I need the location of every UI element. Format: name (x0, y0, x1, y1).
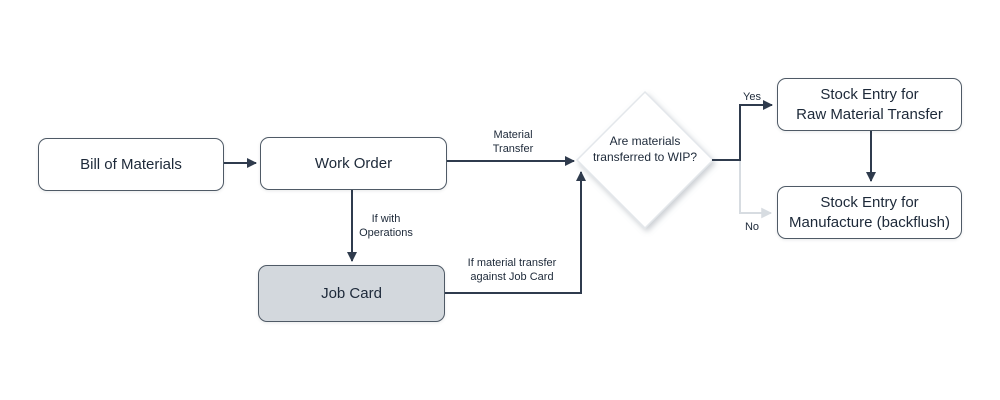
bill-of-materials-label: Bill of Materials (80, 155, 182, 173)
edge-label-if-material-transfer-job-card: If material transfer against Job Card (467, 257, 557, 284)
job-card-node: Job Card (258, 265, 445, 322)
job-card-label: Job Card (321, 284, 382, 302)
edge-label-no: No (744, 221, 760, 233)
stock-entry-raw-material-label: Stock Entry for Raw Material Transfer (796, 86, 943, 123)
edge-job-card-to-decision (445, 171, 586, 294)
work-order-node: Work Order (260, 137, 447, 190)
edge-label-yes: Yes (743, 91, 761, 103)
stock-entry-manufacture-node: Stock Entry for Manufacture (backflush) (777, 186, 962, 239)
edge-label-material-transfer: Material Transfer (492, 129, 534, 156)
decision-diamond-label: Are materials transferred to WIP? (592, 134, 698, 165)
stock-entry-raw-material-node: Stock Entry for Raw Material Transfer (777, 78, 962, 131)
edge-decision-no-to-stock-manufacture (739, 161, 773, 219)
decision-diamond-shape (575, 90, 715, 230)
stock-entry-manufacture-label: Stock Entry for Manufacture (backflush) (789, 194, 950, 231)
work-order-label: Work Order (314, 154, 393, 172)
bill-of-materials-node: Bill of Materials (38, 138, 224, 191)
edge-label-if-with-operations: If with Operations (359, 213, 413, 240)
edge-decision-yes-to-stock-raw (712, 100, 773, 161)
